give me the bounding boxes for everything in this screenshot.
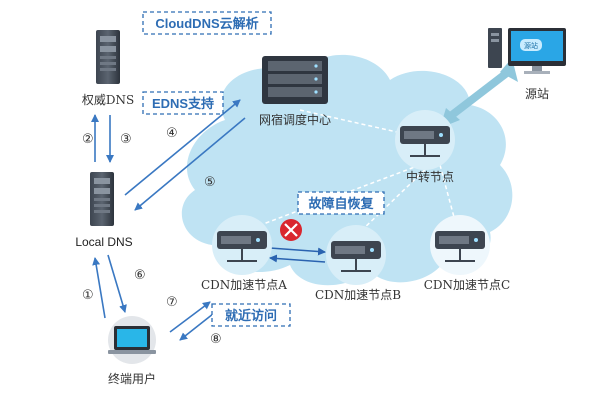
link-relay-b: [359, 164, 431, 233]
arrow-5: [134, 117, 246, 211]
step-4: ④: [166, 126, 178, 141]
origin-computer-icon: 源站: [488, 28, 566, 74]
cdn-node-c-icon: [430, 215, 490, 275]
callout-clouddns-text: CloudDNS云解析: [155, 16, 258, 31]
cdn-c-label: CDN加速节点C: [424, 278, 511, 292]
link-scheduler-relay: [299, 109, 411, 136]
relay-node-icon: [395, 110, 455, 170]
local-dns-server-icon: [90, 172, 114, 226]
arrow-7: [169, 301, 211, 333]
step-6: ⑥: [134, 268, 146, 283]
auth-dns-server-icon: [96, 30, 120, 84]
callout-fault-recovery: 故障自恢复: [297, 191, 385, 215]
callout-edns-text: EDNS支持: [152, 96, 214, 111]
origin-screen-label: 源站: [524, 41, 538, 50]
callout-nearby-access: 就近访问: [211, 303, 291, 327]
flow-arrows: [91, 99, 246, 341]
arrow-4: [124, 99, 241, 196]
arrow-b-to-a: [269, 254, 326, 263]
step-7: ⑦: [166, 295, 178, 310]
auth-dns-label: 权威DNS: [82, 93, 134, 107]
step-5: ⑤: [204, 175, 216, 190]
relay-label: 中转节点: [406, 169, 454, 184]
scheduler-server-icon: [262, 56, 328, 104]
cdn-b-label: CDN加速节点B: [315, 288, 401, 302]
callout-fault-text: 故障自恢复: [308, 196, 374, 211]
scheduler-label: 网宿调度中心: [259, 112, 331, 127]
cdn-a-label: CDN加速节点A: [201, 278, 287, 292]
origin-label: 源站: [525, 87, 549, 101]
arrow-1: [92, 257, 106, 319]
step-3: ③: [120, 132, 132, 147]
link-relay-a: [241, 164, 421, 233]
callout-edns: EDNS支持: [142, 91, 224, 115]
arrow-a-to-b: [269, 247, 326, 256]
callout-clouddns: CloudDNS云解析: [142, 11, 272, 35]
cdn-node-b-icon: [326, 225, 386, 285]
ab-arrows: [269, 247, 326, 263]
step-8: ⑧: [210, 332, 222, 347]
end-user-label: 终端用户: [108, 371, 156, 386]
step-1: ①: [82, 288, 94, 303]
callout-nearby-text: 就近访问: [225, 308, 277, 323]
step-2: ②: [82, 132, 94, 147]
end-user-laptop-icon: [108, 316, 156, 364]
arrow-6: [107, 254, 127, 313]
origin-arrow-shaft: [445, 68, 511, 122]
fault-x-icon: [280, 219, 302, 241]
cdn-node-a-icon: [212, 215, 272, 275]
local-dns-label: Local DNS: [75, 235, 132, 249]
